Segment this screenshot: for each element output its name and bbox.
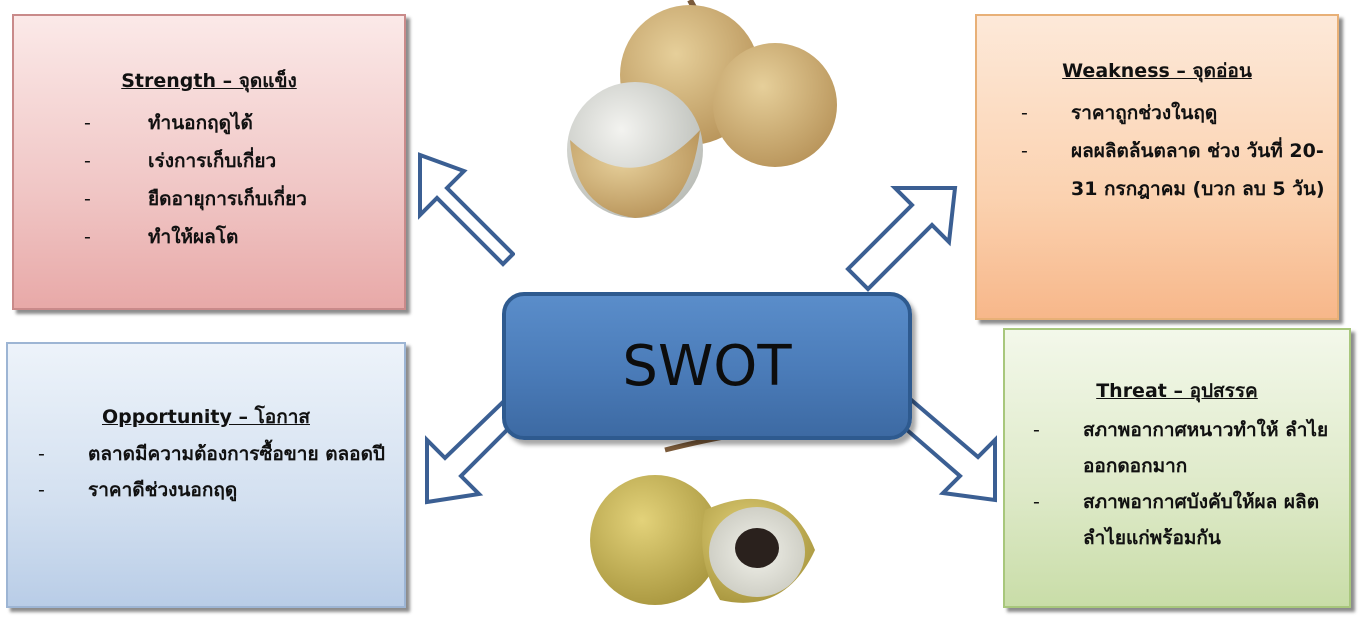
arrow-to-strength	[418, 152, 515, 267]
dash: -	[38, 443, 45, 465]
list-item: - ยืดอายุการเก็บเกี่ยว	[84, 180, 394, 218]
swot-label: SWOT	[622, 333, 792, 399]
threat-item: สภาพอากาศบังคับให้ผล ผลิตลำไยแก่พร้อมกัน	[1083, 491, 1320, 549]
list-item: - สภาพอากาศบังคับให้ผล ผลิตลำไยแก่พร้อมกั…	[1033, 484, 1348, 556]
dash: -	[1033, 419, 1040, 441]
opportunity-list: - ตลาดมีความต้องการซื้อขาย ตลอดปี - ราคาดี…	[38, 436, 398, 508]
list-item: - ทำนอกฤดูได้	[84, 104, 394, 142]
longan-top-image	[567, 0, 837, 218]
list-item: - ผลผลิตล้นตลาด ช่วง วันที่ 20-31 กรกฎาคม…	[1021, 132, 1331, 208]
opportunity-box: Opportunity – โอกาส - ตลาดมีความต้องการซื…	[6, 342, 406, 608]
opportunity-title: Opportunity – โอกาส	[101, 406, 310, 428]
arrow-to-weakness	[845, 186, 958, 292]
dash: -	[38, 479, 45, 501]
dash: -	[84, 188, 91, 210]
strength-item: เร่งการเก็บเกี่ยว	[148, 150, 277, 172]
dash: -	[1021, 140, 1028, 162]
list-item: - สภาพอากาศหนาวทำให้ ลำไยออกดอกมาก	[1033, 412, 1348, 484]
dash: -	[1021, 102, 1028, 124]
threat-box: Threat – อุปสรรค - สภาพอากาศหนาวทำให้ ลำไ…	[1003, 328, 1351, 608]
strength-item: ทำนอกฤดูได้	[148, 112, 253, 134]
weakness-title: Weakness – จุดอ่อน	[1062, 60, 1252, 82]
weakness-box: Weakness – จุดอ่อน - ราคาถูกช่วงในฤดู - ผล…	[975, 14, 1339, 320]
strength-title: Strength – จุดแข็ง	[121, 70, 297, 92]
threat-item: สภาพอากาศหนาวทำให้ ลำไยออกดอกมาก	[1083, 419, 1329, 477]
threat-title: Threat – อุปสรรค	[1096, 380, 1258, 402]
strength-item: ทำให้ผลโต	[148, 226, 239, 248]
weakness-item: ผลผลิตล้นตลาด ช่วง วันที่ 20-31 กรกฎาคม …	[1071, 140, 1325, 200]
strength-item: ยืดอายุการเก็บเกี่ยว	[148, 188, 307, 210]
weakness-item: ราคาถูกช่วงในฤดู	[1071, 102, 1218, 124]
threat-list: - สภาพอากาศหนาวทำให้ ลำไยออกดอกมาก - สภาพอ…	[1033, 412, 1348, 556]
list-item: - ตลาดมีความต้องการซื้อขาย ตลอดปี	[38, 436, 398, 472]
dash: -	[84, 226, 91, 248]
list-item: - ราคาดีช่วงนอกฤดู	[38, 472, 398, 508]
strength-list: - ทำนอกฤดูได้ - เร่งการเก็บเกี่ยว - ยืดอายุ…	[84, 104, 394, 256]
longan-bottom-image	[590, 432, 815, 605]
swot-center-box: SWOT	[502, 292, 912, 440]
opportunity-item: ราคาดีช่วงนอกฤดู	[88, 479, 238, 501]
list-item: - ราคาถูกช่วงในฤดู	[1021, 94, 1331, 132]
dash: -	[84, 150, 91, 172]
list-item: - เร่งการเก็บเกี่ยว	[84, 142, 394, 180]
opportunity-item: ตลาดมีความต้องการซื้อขาย ตลอดปี	[88, 443, 385, 465]
weakness-list: - ราคาถูกช่วงในฤดู - ผลผลิตล้นตลาด ช่วง วั…	[1021, 94, 1331, 208]
strength-box: Strength – จุดแข็ง - ทำนอกฤดูได้ - เร่งการ…	[12, 14, 406, 310]
list-item: - ทำให้ผลโต	[84, 218, 394, 256]
dash: -	[84, 112, 91, 134]
dash: -	[1033, 491, 1040, 513]
